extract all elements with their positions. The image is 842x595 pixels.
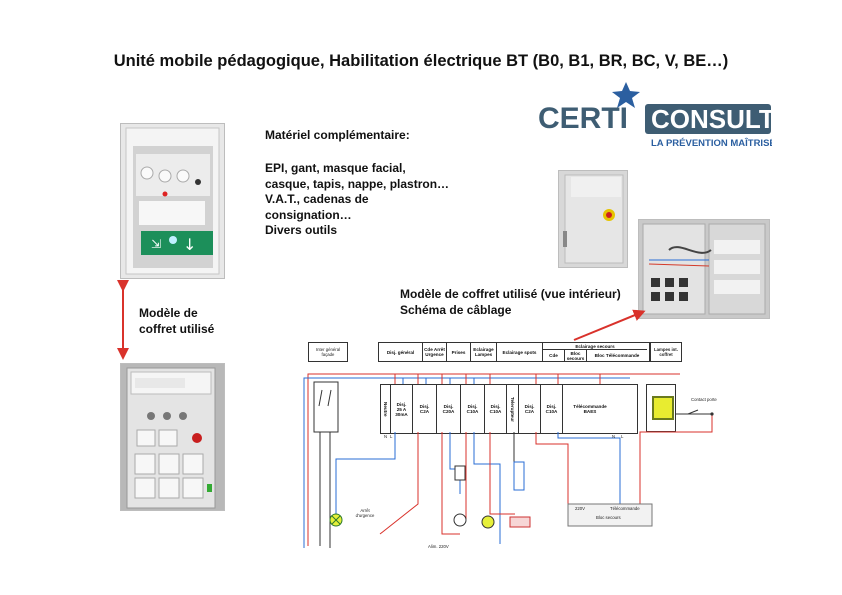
module-label: Disj. bbox=[467, 404, 478, 409]
header-label: Disj. général bbox=[386, 349, 415, 355]
materiel-line: casque, tapis, nappe, plastron… bbox=[265, 176, 450, 191]
materiel-heading: Matériel complémentaire: bbox=[265, 128, 410, 142]
photo-coffret-interieur bbox=[638, 219, 770, 319]
module-label: C2A bbox=[524, 409, 535, 414]
module-label: Disj. bbox=[396, 401, 407, 407]
photo-coffret-prises bbox=[120, 363, 225, 511]
module-label: Neutre bbox=[383, 401, 388, 417]
module-label: C10A bbox=[545, 409, 558, 414]
schema-wires bbox=[303, 373, 714, 548]
module-label: Disj. bbox=[443, 404, 454, 409]
module-label: C10A bbox=[489, 409, 502, 414]
caption-right-line: Schéma de câblage bbox=[400, 302, 512, 317]
logo-graphic: CERTI CONSULT LA PRÉVENTION MAÎTRISÉE bbox=[538, 82, 782, 149]
logo-left-text: CERTI bbox=[538, 102, 628, 135]
header-label: Eclairage spots bbox=[502, 349, 537, 355]
header-label: Bloc Télécommande bbox=[594, 353, 640, 358]
wiring-diagram: Inter général façade Disj. général Cde A… bbox=[300, 334, 725, 556]
header-label: Lampes int. coffret bbox=[654, 347, 678, 357]
svg-text:⇲: ⇲ bbox=[151, 237, 161, 251]
header-label: Inter général façade bbox=[315, 347, 341, 357]
terminal-mark: N bbox=[384, 434, 388, 439]
certi-consult-logo: CERTI CONSULT LA PRÉVENTION MAÎTRISÉE bbox=[536, 80, 782, 150]
header-label: Bloc secours bbox=[566, 350, 585, 361]
module-label: BAES bbox=[583, 409, 597, 414]
schema-module-row: Neutre Disj. 25 A 30mA Disj.C2A Disj.C20… bbox=[380, 384, 638, 434]
arrow-right bbox=[573, 309, 646, 341]
label-220v: 220V bbox=[575, 506, 586, 511]
caption-left-line: Modèle de bbox=[139, 306, 198, 320]
module-label: Disj. bbox=[490, 404, 501, 409]
module-label: Disj. bbox=[419, 404, 430, 409]
label-bloc-secours: Bloc secours bbox=[596, 515, 621, 520]
materiel-line: EPI, gant, masque facial, bbox=[265, 161, 406, 175]
header-label: Prises bbox=[451, 349, 466, 355]
caption-left-line: coffret utilisé bbox=[139, 321, 215, 336]
label-alim: Alim. 220V bbox=[428, 544, 449, 549]
module-label: C10A bbox=[466, 409, 479, 414]
module-label: C2A bbox=[419, 409, 430, 414]
materiel-line: consignation… bbox=[265, 207, 352, 222]
header-label: Eclairage secours bbox=[575, 343, 615, 349]
photo-coffret-facade: ⇲ ↓ bbox=[120, 123, 225, 279]
module-label: Télécommande bbox=[573, 404, 607, 409]
svg-text:↓: ↓ bbox=[183, 235, 196, 254]
caption-left: Modèle de coffret utilisé bbox=[139, 306, 214, 337]
header-label: Cde Arrêt Urgence bbox=[424, 347, 445, 357]
page-title: Unité mobile pédagogique, Habilitation é… bbox=[113, 52, 729, 70]
label-telecommande: Télécommande bbox=[610, 506, 640, 511]
schema-header-row: Disj. général Cde Arrêt Urgence Prises E… bbox=[378, 342, 650, 362]
label-contact-porte: Contact porte bbox=[691, 397, 717, 402]
terminal-mark: L bbox=[621, 434, 624, 439]
schema-header-interg: Inter général façade bbox=[308, 342, 348, 362]
photo-coffret-ferme bbox=[558, 170, 628, 268]
caption-right: Modèle de coffret utilisé (vue intérieur… bbox=[400, 287, 621, 318]
materiel-line: Divers outils bbox=[265, 223, 338, 237]
module-label: C20A bbox=[442, 409, 455, 414]
materiel-line: V.A.T., cadenas de bbox=[265, 192, 369, 206]
caption-right-line: Modèle de coffret utilisé (vue intérieur… bbox=[400, 287, 621, 301]
module-label: 25 A bbox=[396, 406, 407, 412]
schema-header-lampes: Lampes int. coffret bbox=[650, 342, 682, 362]
header-label: Cde bbox=[549, 353, 558, 358]
terminal-mark: N bbox=[612, 434, 616, 439]
logo-tagline: LA PRÉVENTION MAÎTRISÉE bbox=[651, 137, 772, 149]
module-label: Disj. bbox=[524, 404, 535, 409]
label-arret-urgence: Arrêt d'urgence bbox=[355, 508, 375, 518]
header-label: Eclairage Lampes bbox=[473, 347, 494, 357]
module-label: Disj. bbox=[546, 404, 557, 409]
module-label: Telerupteur bbox=[510, 396, 515, 422]
lamp-interior-box bbox=[646, 384, 676, 432]
star-icon bbox=[612, 82, 640, 108]
terminal-mark: L bbox=[390, 434, 393, 439]
materiel-list: EPI, gant, masque facial, casque, tapis,… bbox=[265, 161, 449, 239]
module-label: 30mA bbox=[395, 411, 408, 417]
logo-right-text: CONSULT bbox=[651, 104, 772, 134]
